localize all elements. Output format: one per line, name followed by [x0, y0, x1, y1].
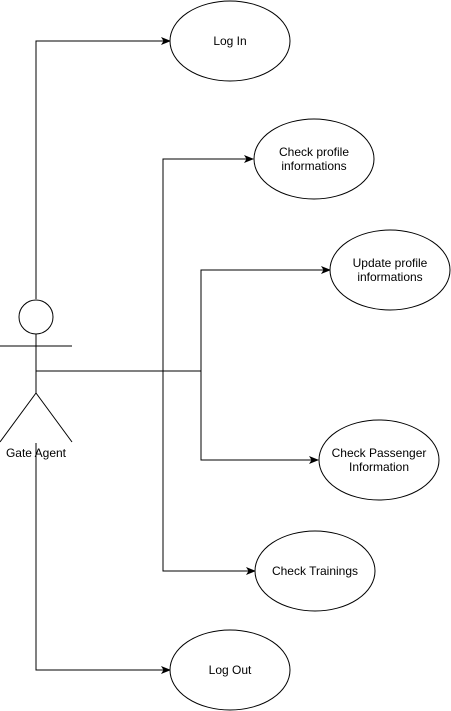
use-case-check-trainings — [254, 530, 376, 612]
use-case-label-check-profile-informations: Check profile informations — [278, 145, 350, 173]
edge-log-in — [35, 37, 171, 299]
actor-label: Gate Agent — [5, 446, 67, 460]
actor-figure — [0, 299, 73, 443]
use-case-label-log-in: Log In — [213, 34, 247, 48]
use-case-label-check-trainings: Check Trainings — [271, 564, 359, 578]
edge-check-profile-informations — [36, 155, 254, 372]
use-case-label-log-out: Log Out — [208, 663, 252, 677]
use-case-label-check-passenger-information: Check Passenger Information — [331, 446, 427, 474]
actor-head — [18, 299, 54, 335]
use-case-update-profile-informations — [329, 229, 451, 311]
edge-check-trainings — [36, 370, 256, 575]
use-case-log-out — [169, 629, 291, 711]
use-case-log-in — [169, 0, 291, 82]
use-case-check-profile-informations — [253, 118, 375, 200]
edge-log-out — [35, 443, 171, 674]
use-case-check-passenger-information — [318, 419, 440, 501]
edge-update-profile-informations — [36, 266, 331, 372]
use-case-label-update-profile-informations: Update profile informations — [352, 256, 428, 284]
actor-leg-left — [0, 392, 37, 443]
actor-leg-right — [35, 392, 73, 443]
